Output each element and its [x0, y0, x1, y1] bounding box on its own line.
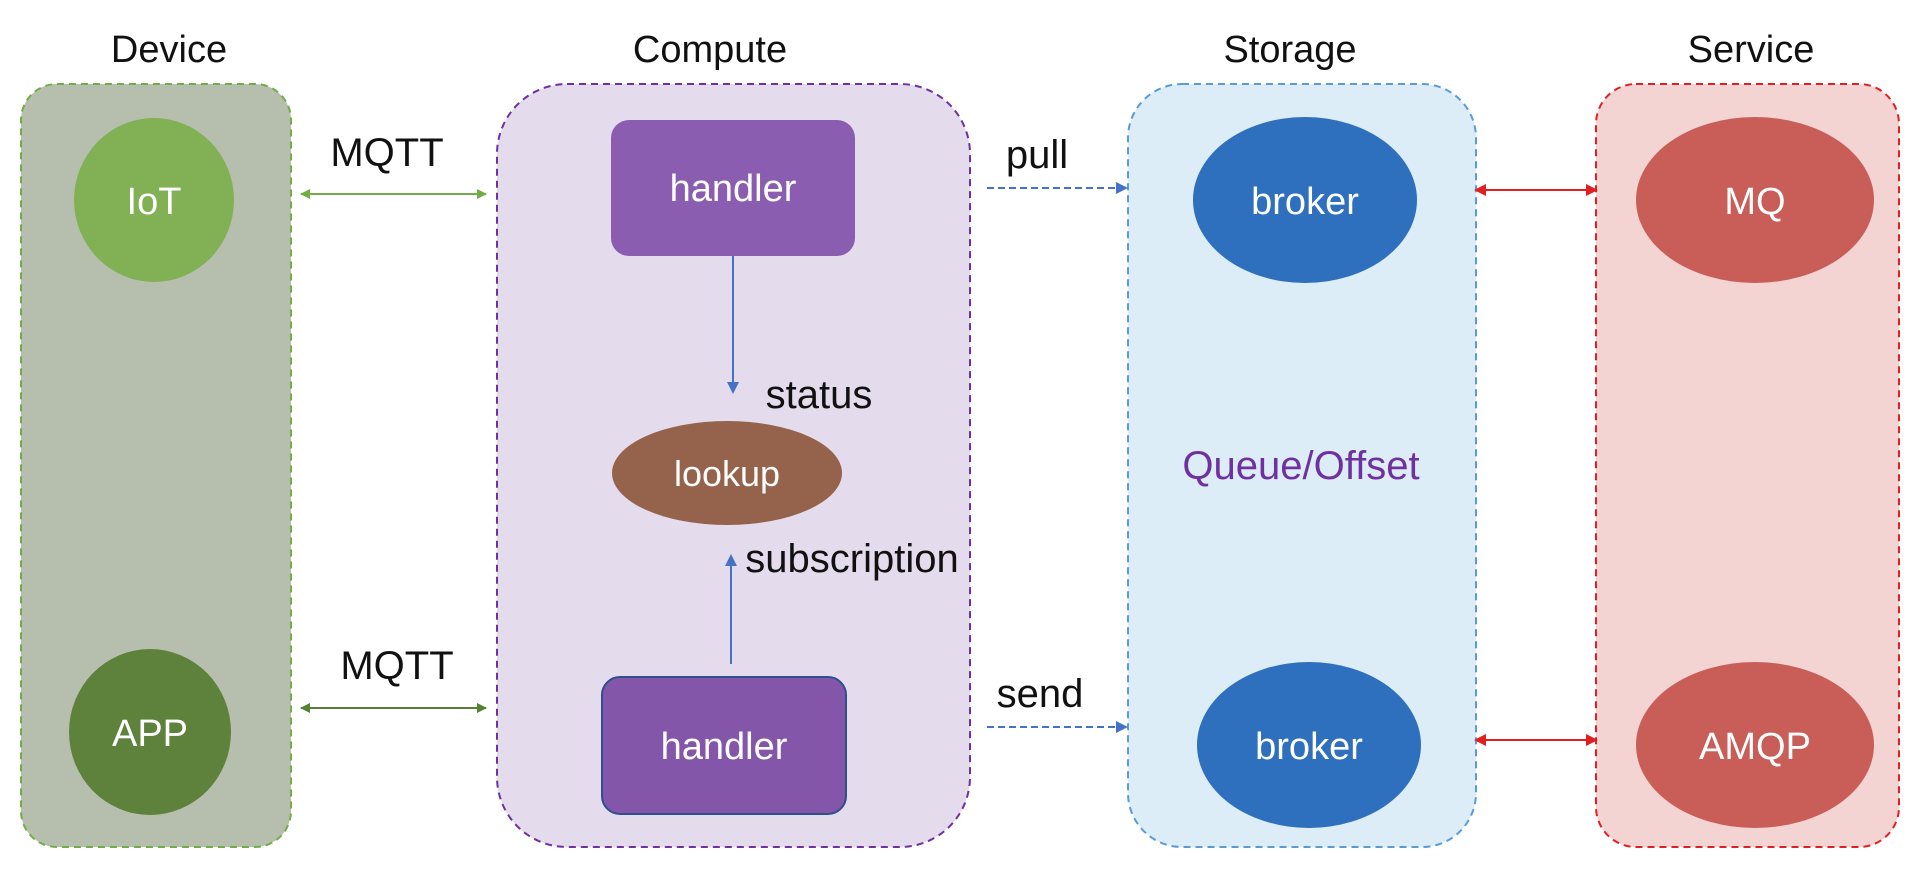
node-broker-bottom: [1197, 662, 1421, 828]
node-app-label: APP: [112, 713, 188, 755]
lane-title-compute: Compute: [633, 29, 787, 71]
node-handler-top-label: handler: [670, 168, 797, 210]
node-handler-bottom-label: handler: [661, 726, 788, 768]
edge-label-mqtt-bottom: MQTT: [340, 644, 453, 688]
lane-device: [20, 83, 292, 848]
node-amqp: [1636, 662, 1874, 828]
edge-label-mqtt-top: MQTT: [330, 131, 443, 175]
node-broker-top-label: broker: [1251, 181, 1359, 223]
node-handler-bottom: [601, 676, 847, 815]
node-broker-bottom-label: broker: [1255, 726, 1363, 768]
edge-label-status: status: [766, 373, 873, 417]
node-iot-label: IoT: [127, 181, 182, 223]
edge-label-subscription: subscription: [745, 537, 958, 581]
node-lookup-label: lookup: [674, 453, 780, 494]
node-app: [69, 649, 231, 815]
lane-title-device: Device: [111, 29, 227, 71]
node-handler-top: [611, 120, 855, 256]
node-iot: [74, 118, 234, 282]
storage-note: Queue/Offset: [1182, 444, 1419, 488]
lane-service: [1595, 83, 1900, 848]
node-lookup: [612, 421, 842, 525]
lane-title-storage: Storage: [1223, 29, 1356, 71]
lane-title-service: Service: [1688, 29, 1815, 71]
node-mq-label: MQ: [1724, 181, 1785, 223]
edge-label-send: send: [997, 672, 1084, 716]
node-broker-top: [1193, 117, 1417, 283]
node-amqp-label: AMQP: [1699, 726, 1811, 768]
node-mq: [1636, 117, 1874, 283]
lane-storage: [1127, 83, 1477, 848]
edge-label-pull: pull: [1006, 133, 1068, 177]
